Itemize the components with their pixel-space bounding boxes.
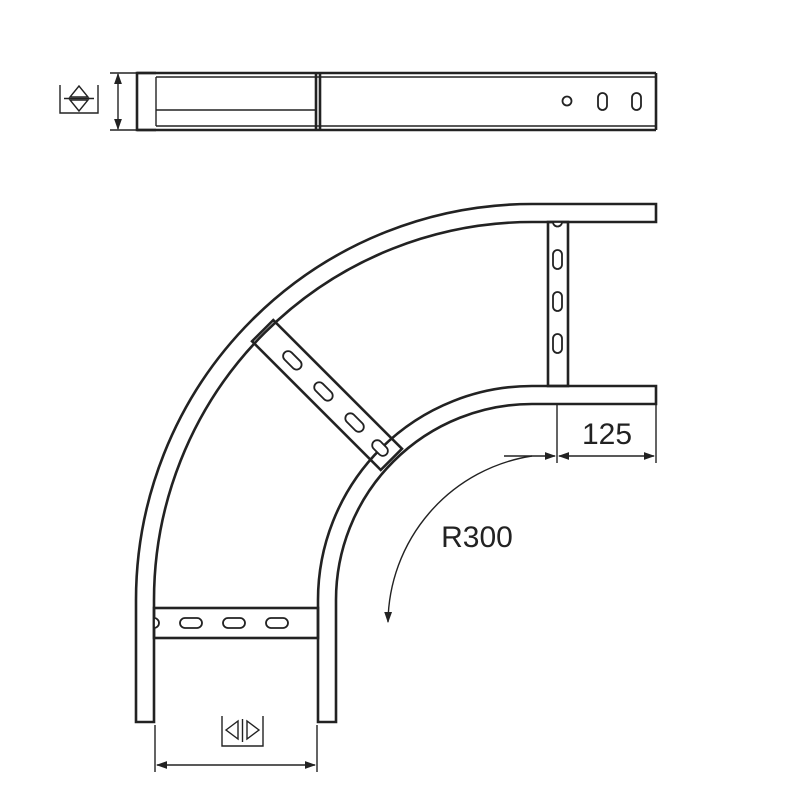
outer-rail xyxy=(134,202,658,724)
slot-hole xyxy=(597,92,608,111)
slot-hole xyxy=(631,92,642,111)
height-adjust-icon xyxy=(59,84,99,114)
radius-label: R300 xyxy=(441,521,513,554)
rung-vertical xyxy=(546,220,570,388)
width-adjust-icon xyxy=(221,716,264,747)
rung-horizontal xyxy=(152,606,320,640)
width-dimension xyxy=(154,725,318,772)
bolt-hole xyxy=(561,95,573,107)
bend-plan-view xyxy=(134,202,658,724)
side-width-dimension: 125 xyxy=(504,404,657,463)
radius-dimension: R300 xyxy=(384,455,533,624)
side-view xyxy=(110,71,658,132)
rung-diagonal xyxy=(250,318,404,472)
inner-rail xyxy=(316,384,658,724)
side-width-label: 125 xyxy=(582,418,632,451)
